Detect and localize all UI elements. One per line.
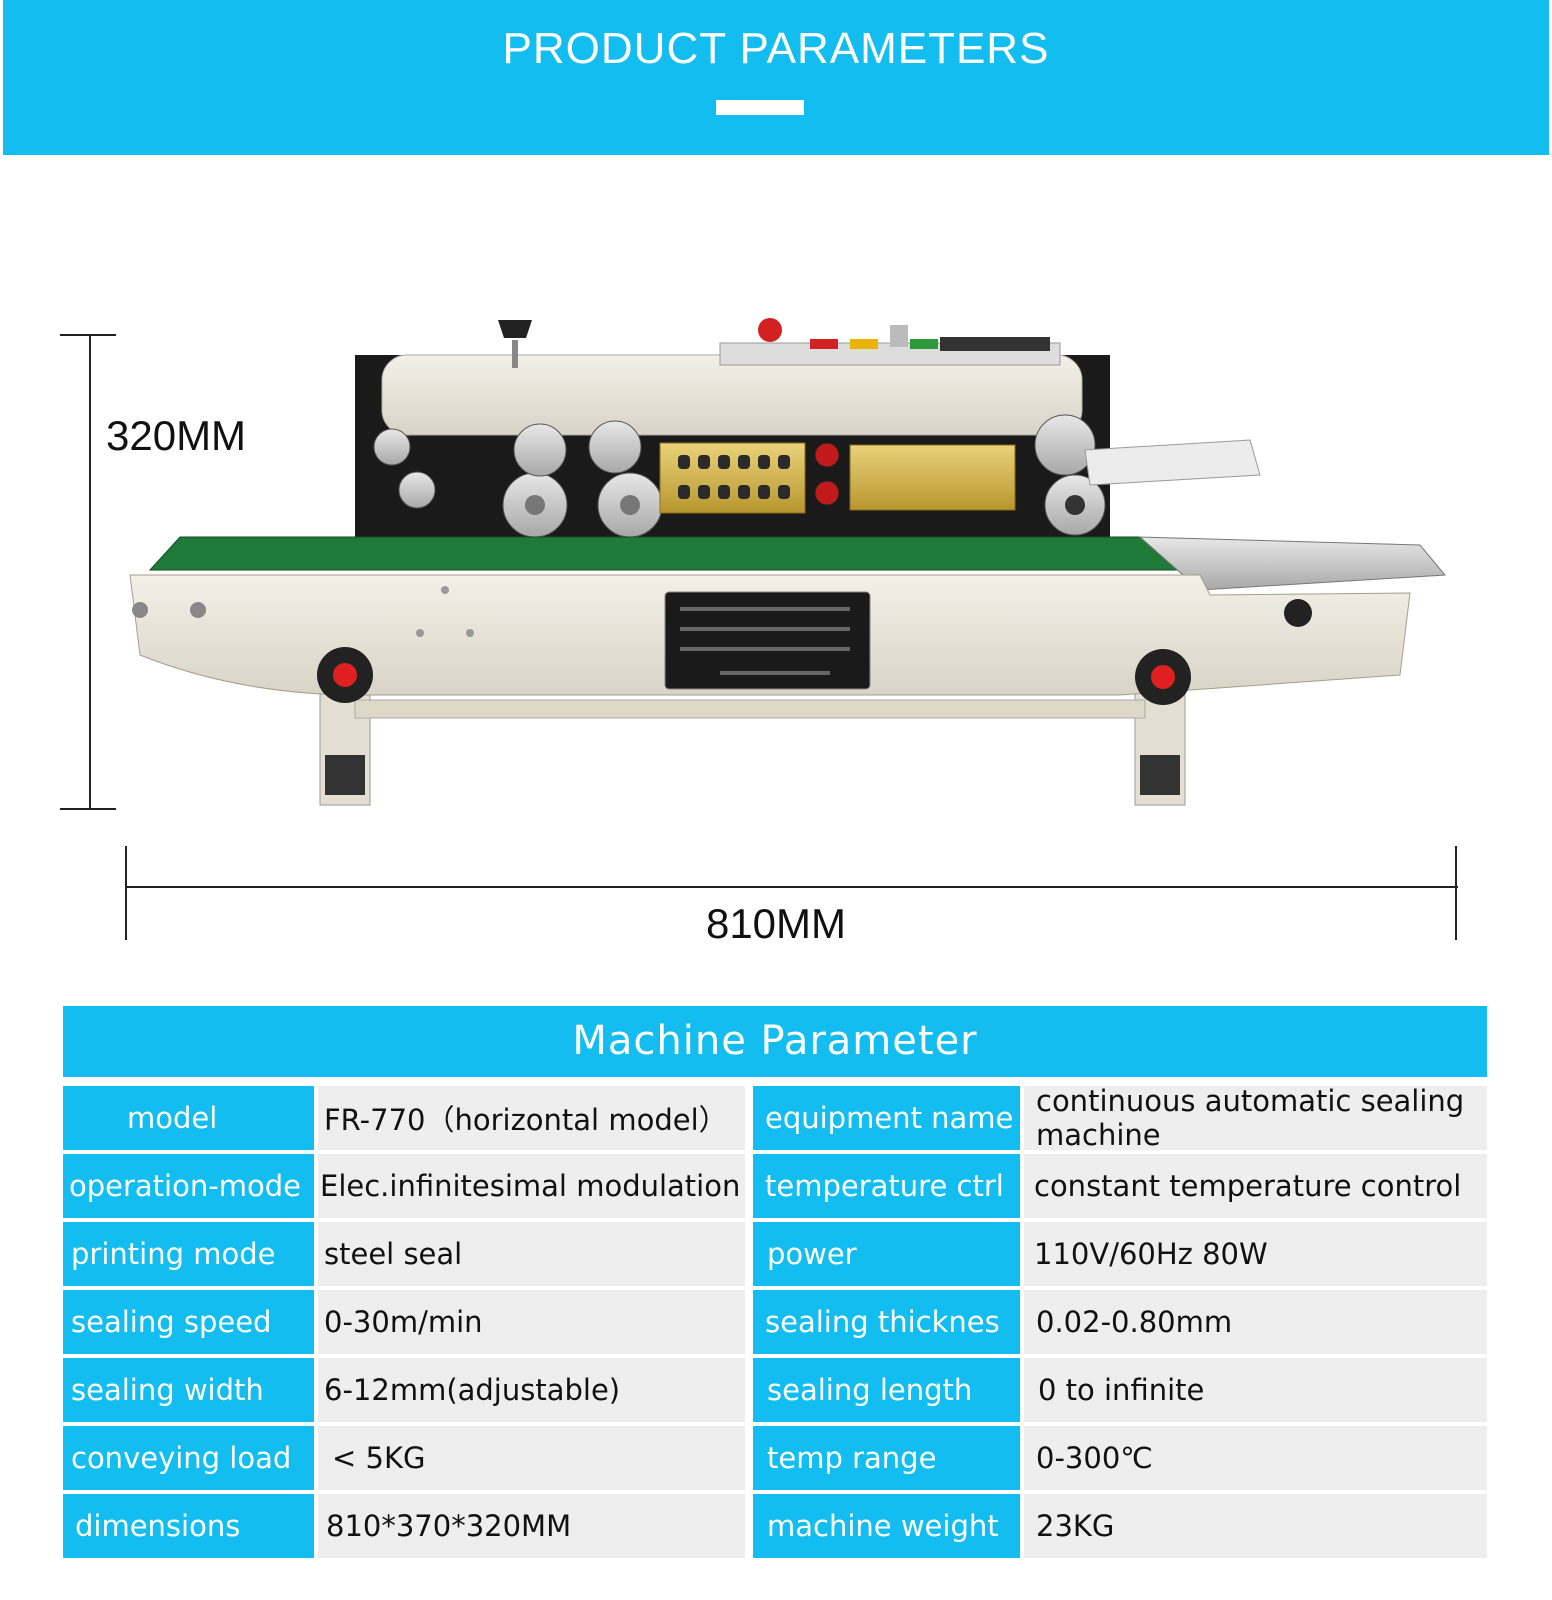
- height-dimension-tick-bottom: [60, 808, 116, 810]
- param-label: sealing length: [753, 1358, 1020, 1422]
- param-value: 0.02-0.80mm: [1024, 1290, 1487, 1354]
- width-dimension-line: [126, 886, 1458, 888]
- param-value: < 5KG: [318, 1426, 745, 1490]
- param-label: power: [753, 1222, 1020, 1286]
- param-label: operation-mode: [63, 1154, 314, 1218]
- height-dimension-tick-top: [60, 334, 116, 336]
- sealing-machine-image: [129, 318, 1447, 806]
- machine-parameter-table: Machine Parameter model FR-770（horizonta…: [63, 1006, 1487, 1558]
- table-title: Machine Parameter: [63, 1006, 1487, 1077]
- param-label: temp range: [753, 1426, 1020, 1490]
- param-label: conveying load: [63, 1426, 314, 1490]
- param-value: steel seal: [318, 1222, 745, 1286]
- param-label: equipment name: [753, 1086, 1020, 1150]
- table-row: dimensions 810*370*320MM machine weight …: [63, 1494, 1487, 1558]
- width-dimension-tick-right: [1455, 846, 1457, 940]
- table-row: operation-mode Elec.infinitesimal modula…: [63, 1154, 1487, 1218]
- table-row: sealing width 6-12mm(adjustable) sealing…: [63, 1358, 1487, 1422]
- height-dimension-label: 320MM: [106, 412, 247, 459]
- page-title: PRODUCT PARAMETERS: [502, 24, 1050, 73]
- param-value: FR-770（horizontal model）: [318, 1086, 745, 1150]
- param-value: 0-30m/min: [318, 1290, 745, 1354]
- param-label: dimensions: [63, 1494, 314, 1558]
- param-value: 0-300℃: [1024, 1426, 1487, 1490]
- param-label: temperature ctrl: [753, 1154, 1020, 1218]
- param-value: 110V/60Hz 80W: [1024, 1222, 1487, 1286]
- table-row: model FR-770（horizontal model） equipment…: [63, 1086, 1487, 1150]
- table-row: sealing speed 0-30m/min sealing thicknes…: [63, 1290, 1487, 1354]
- param-label: sealing speed: [63, 1290, 314, 1354]
- param-value: 6-12mm(adjustable): [318, 1358, 745, 1422]
- param-value: Elec.infinitesimal modulation: [318, 1154, 745, 1218]
- width-dimension-tick-left: [125, 846, 127, 940]
- param-label: model: [63, 1086, 314, 1150]
- table-row: conveying load < 5KG temp range 0-300℃: [63, 1426, 1487, 1490]
- width-dimension-label: 810MM: [705, 900, 847, 947]
- title-underline: [716, 100, 804, 115]
- param-value: constant temperature control: [1024, 1154, 1487, 1218]
- param-value: 0 to infinite: [1024, 1358, 1487, 1422]
- height-dimension-line: [89, 335, 91, 810]
- header-banner: PRODUCT PARAMETERS: [3, 0, 1549, 155]
- param-value: 810*370*320MM: [318, 1494, 745, 1558]
- param-value: 23KG: [1024, 1494, 1487, 1558]
- param-label: sealing thicknes: [753, 1290, 1020, 1354]
- param-label: sealing width: [63, 1358, 314, 1422]
- table-row: printing mode steel seal power 110V/60Hz…: [63, 1222, 1487, 1286]
- param-label: printing mode: [63, 1222, 314, 1286]
- param-label: machine weight: [753, 1494, 1020, 1558]
- param-value: continuous automatic sealing machine: [1024, 1086, 1487, 1150]
